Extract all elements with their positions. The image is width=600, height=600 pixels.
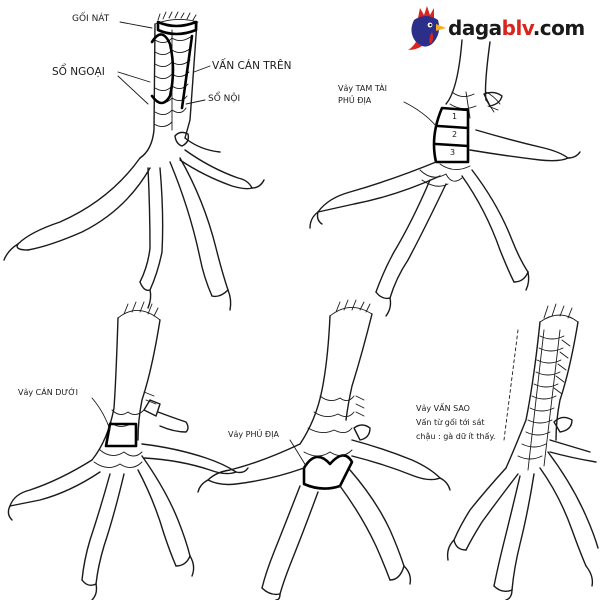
rooster-head-icon	[408, 6, 446, 50]
label-van-sao-line1: Vảy VẤN SAO	[416, 404, 470, 413]
label-tam-tai-line2: PHỦ ĐỊA	[338, 96, 372, 105]
foot-2	[309, 39, 581, 317]
label-goi-nat: GỐI NÁT	[72, 14, 110, 24]
label-tam-tai-line1: Vảy TAM TÀI	[338, 84, 387, 93]
label-phu-dia: Vảy PHỦ ĐỊA	[228, 430, 279, 439]
dagablv-logo[interactable]: dagablv.com	[404, 4, 594, 54]
label-van-can-tren: VẤN CÁN TRÊN	[212, 60, 292, 72]
scale-number-3: 3	[450, 148, 456, 157]
brand-name: dagablv.com	[448, 16, 585, 40]
foot-5	[446, 303, 599, 600]
label-can-duoi: Vảy CÁN DƯỚI	[18, 388, 78, 397]
foot-3	[7, 301, 249, 600]
foot-1	[3, 11, 265, 311]
label-so-noi: SỔ NỘI	[208, 94, 241, 104]
scale-number-1: 1	[452, 112, 458, 121]
scale-number-2: 2	[452, 130, 458, 139]
label-so-ngoai: SỔ NGOẠI	[52, 66, 105, 78]
label-van-sao-line3: chậu : gà dữ ít thấy.	[416, 432, 496, 441]
foot-4	[197, 299, 451, 600]
label-van-sao-line2: Vấn từ gối tới sát	[416, 418, 485, 427]
